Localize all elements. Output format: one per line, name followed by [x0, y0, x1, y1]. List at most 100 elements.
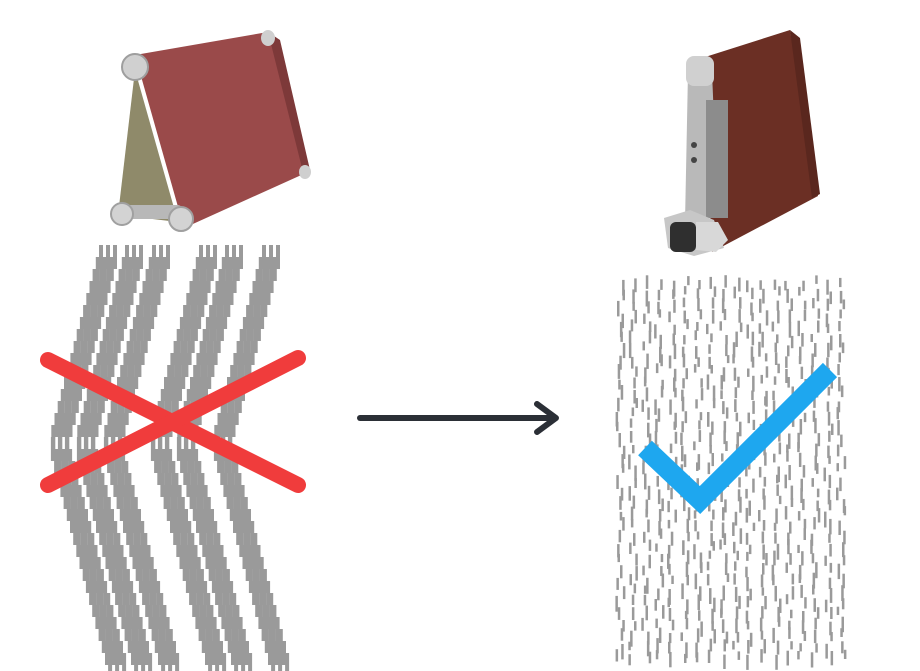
aligned-stripe	[234, 629, 239, 653]
aligned-stripe	[190, 305, 195, 329]
scattered-stripe	[773, 550, 776, 566]
scattered-stripe	[760, 574, 764, 588]
aligned-stripe	[136, 329, 141, 353]
aligned-stripe	[201, 629, 206, 653]
scattered-stripe	[629, 574, 632, 586]
scattered-stripe	[785, 369, 788, 383]
scattered-stripe	[658, 521, 661, 536]
aligned-stripe	[77, 485, 82, 509]
aligned-stripe	[116, 533, 121, 557]
scattered-stripe	[778, 286, 781, 296]
scattered-stripe	[630, 506, 634, 521]
scattered-stripe	[830, 607, 833, 619]
aligned-stripe	[103, 581, 108, 605]
aligned-stripe	[152, 269, 157, 293]
aligned-stripe	[206, 269, 211, 293]
aligned-stripe	[145, 269, 150, 293]
aligned-stripe	[95, 257, 100, 281]
aligned-stripe	[217, 413, 222, 437]
scattered-stripe	[681, 389, 684, 402]
scattered-stripe	[628, 654, 631, 666]
aligned-stripe	[212, 545, 217, 569]
aligned-stripe	[268, 641, 272, 665]
aligned-stripe	[200, 365, 205, 389]
aligned-stripe	[193, 317, 198, 341]
scattered-stripe	[841, 342, 845, 354]
scattered-stripe	[617, 364, 621, 379]
scattered-stripe	[797, 442, 800, 453]
aligned-stripe	[234, 461, 239, 485]
scattered-stripe	[661, 573, 665, 588]
aligned-stripe	[66, 497, 71, 521]
scattered-stripe	[776, 543, 780, 560]
scattered-stripe	[712, 385, 716, 402]
scattered-stripe	[644, 367, 647, 383]
aligned-stripe	[168, 449, 173, 473]
sander-side-panel	[118, 70, 178, 222]
aligned-stripe	[285, 653, 290, 671]
scattered-stripe	[711, 421, 714, 435]
scattered-stripe	[668, 633, 672, 644]
scattered-stripe	[799, 643, 802, 652]
aligned-stripe	[73, 521, 78, 545]
scattered-stripe	[628, 330, 632, 343]
aligned-stripe	[119, 293, 124, 317]
scattered-stripe	[839, 277, 842, 288]
scattered-stripe	[631, 407, 635, 417]
scattered-stripe	[698, 430, 702, 442]
scattered-stripe	[751, 287, 754, 300]
aligned-stripe	[206, 245, 210, 269]
aligned-stripe	[116, 329, 121, 353]
scattered-stripe	[816, 488, 820, 498]
aligned-stripe	[205, 317, 210, 341]
scattered-stripe	[655, 543, 658, 552]
scattered-stripe	[619, 496, 622, 510]
scattered-stripe	[725, 441, 728, 451]
aligned-stripe	[193, 293, 198, 317]
bottom-wheel	[670, 222, 696, 252]
scattered-stripe	[616, 421, 619, 432]
bottom-rod	[118, 205, 184, 219]
aligned-stripe	[240, 353, 245, 377]
top-right-roller-end	[261, 30, 275, 46]
aligned-stripe	[112, 641, 116, 665]
scattered-stripe	[696, 288, 700, 299]
aligned-stripe	[99, 269, 104, 293]
scattered-stripe	[745, 507, 749, 523]
scattered-stripe	[773, 522, 777, 531]
scattered-stripe	[824, 555, 827, 566]
scattered-stripe	[674, 456, 678, 466]
scattered-stripe	[706, 374, 710, 390]
scattered-stripe	[632, 445, 635, 454]
scattered-stripe	[750, 302, 753, 316]
scattered-stripe	[642, 341, 645, 351]
scattered-stripe	[814, 418, 817, 434]
aligned-stripe	[158, 641, 162, 665]
scattered-stripe	[628, 342, 632, 359]
aligned-stripe	[170, 485, 175, 509]
scattered-stripe	[681, 421, 684, 433]
scattered-stripe	[643, 376, 647, 387]
aligned-stripe	[92, 569, 97, 593]
aligned-stripe	[200, 293, 205, 317]
aligned-stripe	[70, 509, 74, 533]
scattered-stripe	[774, 342, 777, 353]
aligned-stripe	[90, 437, 95, 461]
aligned-stripe	[176, 533, 181, 557]
aligned-stripe	[96, 281, 101, 305]
scattered-stripe	[790, 485, 794, 500]
aligned-stripe	[233, 353, 238, 377]
scattered-stripe	[775, 508, 778, 524]
scattered-stripe	[711, 309, 715, 324]
aligned-stripe	[259, 581, 264, 605]
aligned-stripe	[105, 641, 109, 665]
scattered-stripe	[674, 509, 677, 523]
aligned-stripe	[80, 497, 85, 521]
aligned-stripe	[259, 557, 264, 581]
scattered-stripe	[633, 390, 636, 404]
scattered-stripe	[803, 528, 806, 540]
scattered-stripe	[771, 564, 775, 581]
aligned-stripe	[180, 521, 185, 545]
scattered-stripe	[839, 290, 843, 304]
scattered-stripe	[773, 279, 777, 290]
